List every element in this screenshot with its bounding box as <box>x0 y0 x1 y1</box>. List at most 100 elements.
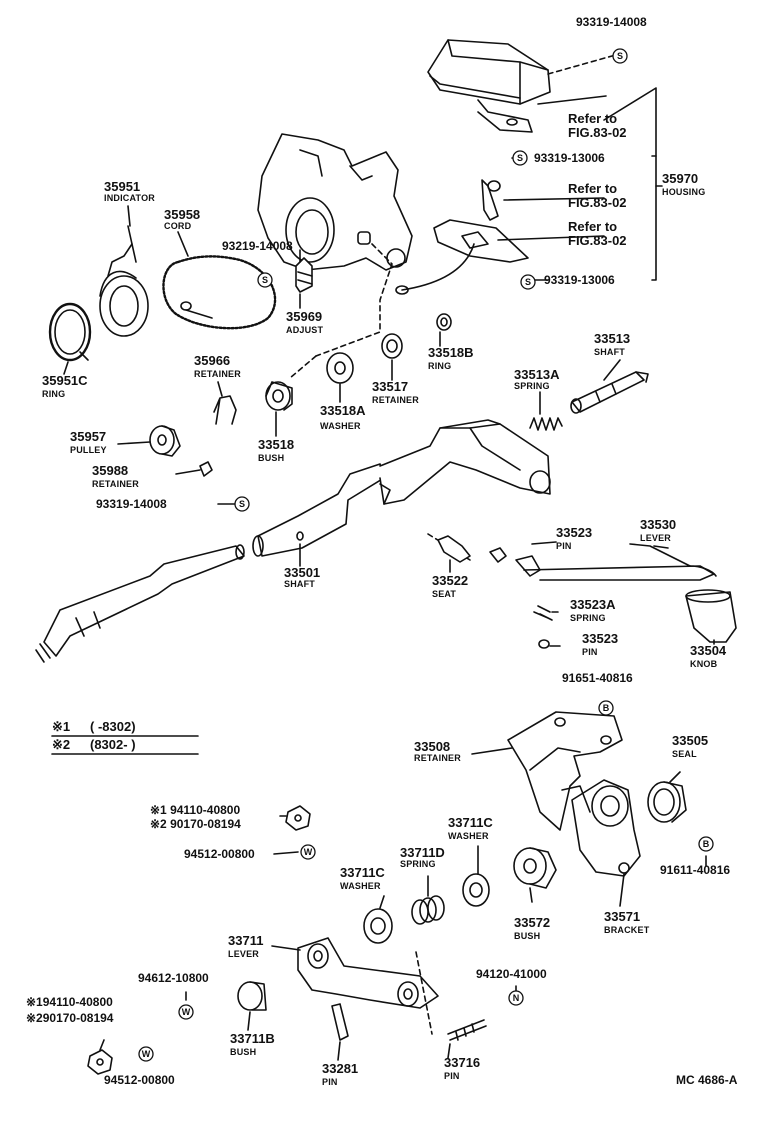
part-number-label: 33281 <box>322 1061 359 1076</box>
part-number-label: 33508 <box>414 739 451 754</box>
part-number-label: 93219-14008 <box>222 239 293 253</box>
part-number-label: ※2 90170-08194 <box>150 817 241 831</box>
part-number-label: 33716 <box>444 1055 481 1070</box>
part-number-label: 33711C <box>448 815 493 830</box>
pin-part <box>538 639 550 649</box>
part-name-label: PIN <box>444 1071 460 1081</box>
s-symbol-letter: S <box>517 153 523 163</box>
reference-figure-label: FIG.83-02 <box>568 125 627 140</box>
bracket-part <box>561 779 641 877</box>
lever-link-part <box>297 937 439 1009</box>
bush-large-part <box>513 847 557 889</box>
part-name-label: BUSH <box>258 453 285 463</box>
s-symbol-icon <box>520 274 536 290</box>
w-symbol-icon <box>178 1004 194 1020</box>
part-name-label: SEAL <box>672 749 697 759</box>
small-ring-part <box>436 313 452 331</box>
part-name-label: KNOB <box>690 659 718 669</box>
part-number-label: 33501 <box>284 565 321 580</box>
part-name-label: HOUSING <box>662 187 706 197</box>
bush-part <box>265 381 293 411</box>
s-symbol-letter: S <box>239 499 245 509</box>
part-name-label: WASHER <box>340 881 381 891</box>
part-number-label: 33571 <box>604 909 641 924</box>
part-number-label: 33523 <box>582 631 619 646</box>
b-symbol-letter: B <box>703 839 710 849</box>
switch-housing-part <box>257 133 413 271</box>
coil-spring-part <box>411 895 445 925</box>
part-name-label: RING <box>428 361 452 371</box>
part-number-label: 33522 <box>432 573 469 588</box>
adjust-screw-part <box>295 257 313 293</box>
nut-lower-part <box>87 1049 113 1075</box>
indicator-part <box>99 225 149 337</box>
retainer-part <box>381 333 403 359</box>
w-symbol-letter: W <box>304 847 313 857</box>
seal-part <box>647 781 687 823</box>
reference-label: Refer to <box>568 111 618 126</box>
part-number-label: 35951C <box>42 373 88 388</box>
part-number-label: 33523A <box>570 597 616 612</box>
part-number-label: 35969 <box>286 309 323 324</box>
part-number-label: 33711 <box>228 933 264 948</box>
small-shaft-part <box>570 371 649 414</box>
lever-assembly-part <box>427 533 717 581</box>
part-name-label: WASHER <box>448 831 489 841</box>
s-symbol-icon <box>512 150 528 166</box>
diagram-code-label: MC 4686-A <box>676 1073 738 1087</box>
part-name-label: PIN <box>556 541 572 551</box>
b-symbol-icon <box>598 700 614 716</box>
ring-part <box>48 302 92 362</box>
part-name-label: SPRING <box>400 859 436 869</box>
part-name-label: WASHER <box>320 421 361 431</box>
part-number-label: 93319-13006 <box>534 151 605 165</box>
part-name-label: BUSH <box>514 931 541 941</box>
part-number-label: 33523 <box>556 525 593 540</box>
knob-part <box>685 589 737 643</box>
part-number-label: 33518A <box>320 403 366 418</box>
s-symbol-icon <box>257 272 273 288</box>
small-spring-part <box>533 605 553 621</box>
note-mark: ※2 <box>52 737 71 752</box>
part-number-label: ※194110-40800 <box>26 995 113 1009</box>
note-range: ( -8302) <box>90 719 136 734</box>
part-number-label: 33513 <box>594 331 631 346</box>
part-number-label: 93319-14008 <box>576 15 647 29</box>
part-name-label: ADJUST <box>286 325 324 335</box>
part-number-label: ※1 94110-40800 <box>150 803 241 817</box>
part-number-label: 94612-10800 <box>138 971 209 985</box>
part-number-label: 35988 <box>92 463 129 478</box>
part-number-label: 93319-14008 <box>96 497 167 511</box>
part-number-label: 33505 <box>672 733 709 748</box>
s-symbol-letter: S <box>262 275 268 285</box>
part-number-label: 94512-00800 <box>104 1073 175 1087</box>
part-number-label: 35966 <box>194 353 231 368</box>
b-symbol-letter: B <box>603 703 610 713</box>
cord-part <box>162 255 277 330</box>
reference-label: Refer to <box>568 181 618 196</box>
s-symbol-letter: S <box>617 51 623 61</box>
part-name-label: RETAINER <box>414 753 461 763</box>
switch-plate-part <box>395 179 529 295</box>
part-number-label: 35970 <box>662 171 699 186</box>
part-name-label: LEVER <box>228 949 260 959</box>
w-symbol-letter: W <box>182 1007 191 1017</box>
note-range: (8302- ) <box>90 737 136 752</box>
note-mark: ※1 <box>52 719 71 734</box>
s-symbol-letter: S <box>525 277 531 287</box>
part-name-label: RETAINER <box>194 369 241 379</box>
part-number-label: 91611-40816 <box>660 863 731 877</box>
part-name-label: RING <box>42 389 66 399</box>
part-name-label: RETAINER <box>372 395 419 405</box>
part-number-label: 94512-00800 <box>184 847 255 861</box>
part-name-label: PIN <box>322 1077 338 1087</box>
part-name-label: BUSH <box>230 1047 257 1057</box>
part-number-label: 35958 <box>164 207 201 222</box>
small-retainer-part <box>199 461 213 477</box>
n-symbol-icon <box>508 990 524 1006</box>
part-name-label: PULLEY <box>70 445 107 455</box>
part-name-label: LEVER <box>640 533 672 543</box>
s-symbol-icon <box>612 48 628 64</box>
